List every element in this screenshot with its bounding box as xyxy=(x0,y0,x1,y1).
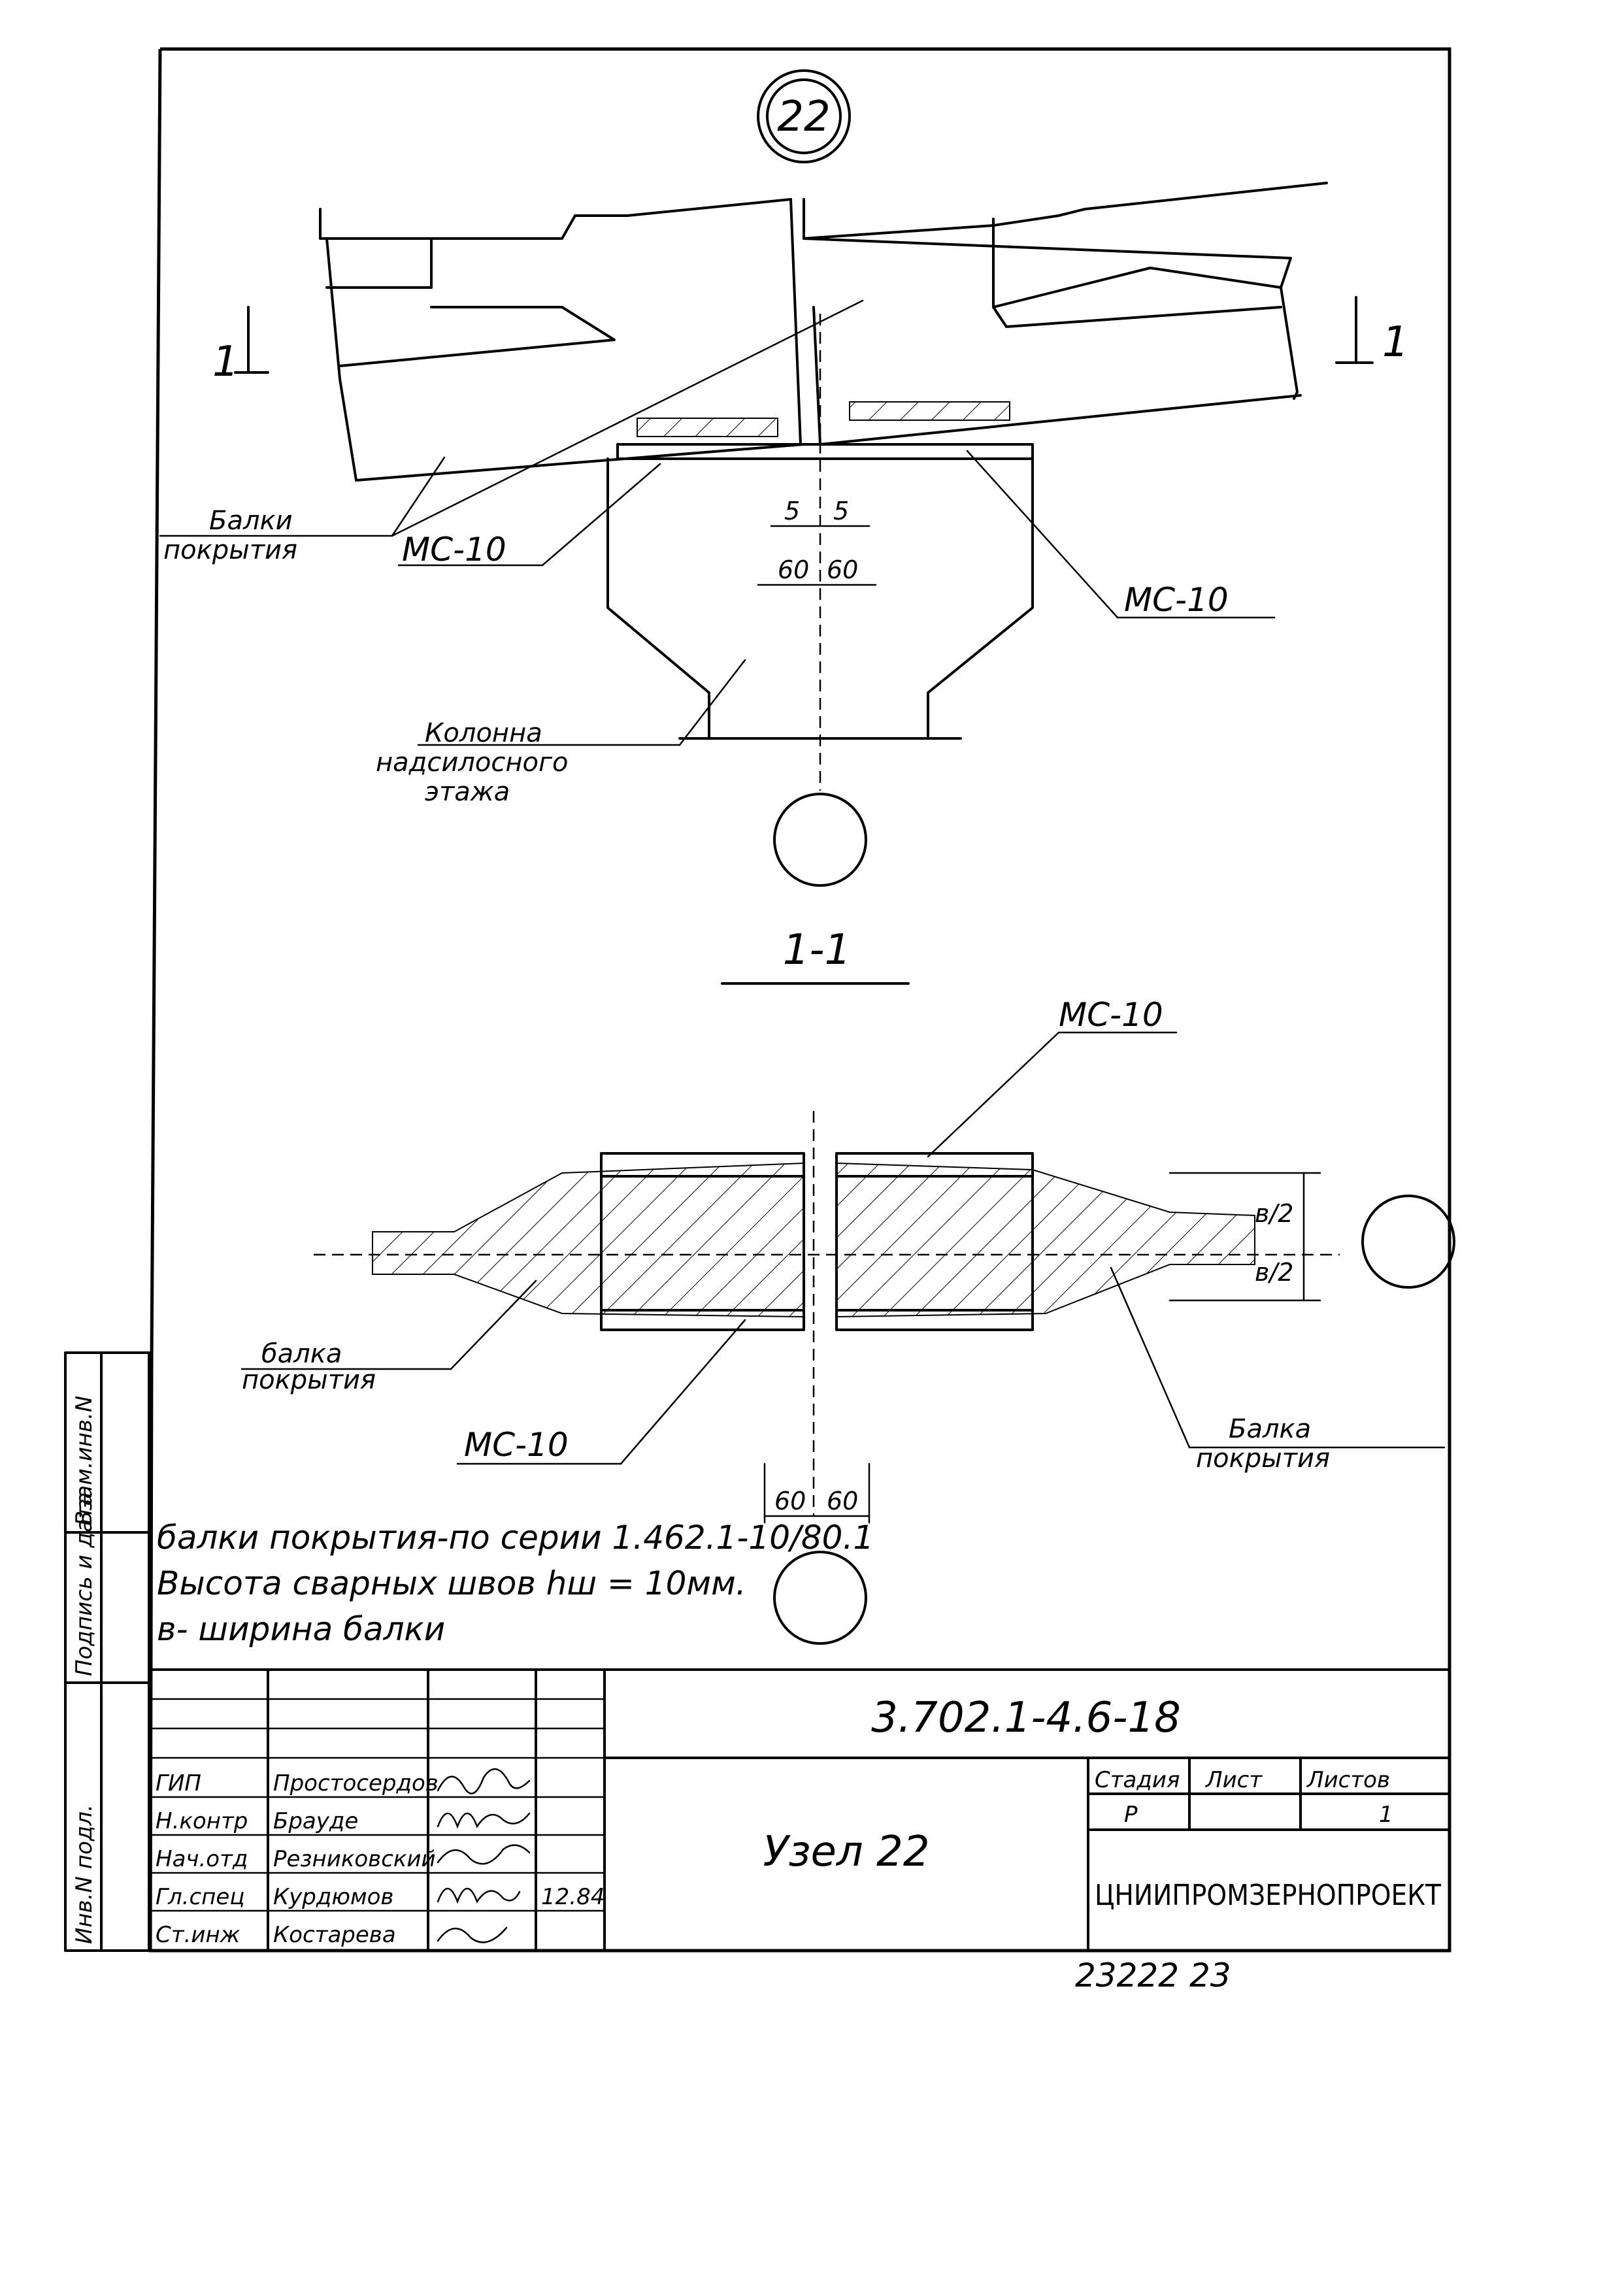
stamp-inv-podl: Инв.N подл. xyxy=(71,1804,97,1944)
top-view: 1 1 5 5 60 60 Балки покрытия МС-10 МС-10… xyxy=(159,182,1409,887)
section-plate-right xyxy=(835,1152,1034,1331)
label-beams-top-1: Балки xyxy=(209,506,293,536)
dim-half-top: в/2 xyxy=(1255,1199,1293,1228)
role-n-kontr: Н.контр xyxy=(156,1808,248,1834)
svg-text:1: 1 xyxy=(212,338,239,386)
name-prostoserdov: Простосердов xyxy=(273,1770,439,1796)
role-gl-spec: Гл.спец xyxy=(156,1884,244,1910)
signature-3 xyxy=(437,1844,531,1865)
axis-bubble-right xyxy=(1361,1195,1455,1289)
label-beams-top-2: покрытия xyxy=(163,535,297,565)
name-braude: Брауде xyxy=(273,1808,358,1834)
note-3: в- ширина балки xyxy=(157,1610,445,1648)
sheets-value: 1 xyxy=(1379,1802,1393,1828)
sheets-label: Листов xyxy=(1306,1767,1390,1793)
name-reznikovsky: Резниковский xyxy=(273,1846,436,1872)
label-mc-left: МС-10 xyxy=(402,531,506,569)
dim-offset-right: 60 xyxy=(827,555,858,584)
stage-label: Стадия xyxy=(1095,1767,1180,1793)
section-mark-left: 1 xyxy=(212,306,269,386)
signature-2 xyxy=(437,1812,531,1829)
label-beam-right-1: Балка xyxy=(1229,1414,1311,1444)
note-2: Высота сварных швов hш = 10мм. xyxy=(157,1564,746,1602)
label-column-3: этажа xyxy=(425,777,510,807)
side-stamp: Инв.N подл. Подпись и дата Взам.инв.N xyxy=(64,1351,150,1952)
svg-text:1: 1 xyxy=(1382,318,1409,367)
name-kostareva: Костарева xyxy=(273,1922,396,1948)
section-title: 1-1 xyxy=(721,926,910,985)
sign-date: 12.84 xyxy=(541,1884,605,1910)
name-kurdyumov: Курдюмов xyxy=(273,1884,393,1910)
label-mc-top: МС-10 xyxy=(1059,996,1163,1034)
signature-4 xyxy=(437,1887,521,1904)
section-plate-left xyxy=(600,1152,805,1331)
role-st-inzh: Ст.инж xyxy=(156,1922,240,1948)
sheet-label: Лист xyxy=(1204,1767,1263,1793)
doc-title: Узел 22 xyxy=(763,1828,929,1876)
plate-right xyxy=(849,401,1010,421)
stamp-signature-date: Подпись и дата xyxy=(71,1492,97,1676)
dim-gap-left: 5 xyxy=(784,497,800,525)
role-nach-otd: Нач.отд xyxy=(156,1846,248,1872)
beam-left xyxy=(319,198,805,482)
dim-half-bottom: в/2 xyxy=(1255,1258,1293,1287)
label-beam-right-2: покрытия xyxy=(1196,1444,1330,1474)
section-beam-right xyxy=(836,1162,1255,1318)
notes: балки покрытия-по серии 1.462.1-10/80.1 … xyxy=(157,1519,874,1648)
section-beam-left xyxy=(372,1162,804,1318)
node-badge: 22 xyxy=(757,69,851,163)
doc-code: 3.702.1-4.6-18 xyxy=(871,1694,1181,1742)
dim-offset-left: 60 xyxy=(778,555,809,584)
organization: ЦНИИПРОМЗЕРНОПРОЕКТ xyxy=(1095,1879,1441,1912)
sheet-frame xyxy=(148,47,1451,1953)
svg-text:1-1: 1-1 xyxy=(783,926,852,974)
beam-right xyxy=(803,182,1328,446)
label-beam-left-2: покрытия xyxy=(242,1365,376,1395)
section-view: в/2 в/2 60 60 МС-10 МС-10 балка покрытия… xyxy=(240,996,1455,1645)
dim-bottom-left: 60 xyxy=(774,1487,806,1515)
section-mark-right: 1 xyxy=(1335,296,1409,367)
label-mc-bottom: МС-10 xyxy=(464,1426,569,1464)
dim-bottom-right: 60 xyxy=(827,1487,858,1515)
axis-bubble-top xyxy=(773,793,867,887)
role-gip: ГИП xyxy=(156,1770,201,1796)
signature-5 xyxy=(437,1926,508,1943)
stamp-vzam-inv: Взам.инв.N xyxy=(71,1396,97,1526)
note-1: балки покрытия-по серии 1.462.1-10/80.1 xyxy=(157,1519,874,1557)
label-mc-right: МС-10 xyxy=(1124,581,1229,619)
signature-1 xyxy=(437,1768,531,1794)
dim-gap-right: 5 xyxy=(833,497,849,525)
node-badge-number: 22 xyxy=(777,93,830,141)
footer-number: 23222 23 xyxy=(1075,1957,1231,1994)
title-block: ГИП Н.контр Нач.отд Гл.спец Ст.инж Прост… xyxy=(149,1668,1451,1952)
label-column-1: Колонна xyxy=(425,718,542,748)
label-beam-left-1: балка xyxy=(261,1339,342,1369)
stage-value: Р xyxy=(1124,1802,1138,1828)
plate-left xyxy=(637,418,778,437)
label-column-2: надсилосного xyxy=(376,748,568,778)
axis-bubble-bottom xyxy=(773,1551,867,1645)
